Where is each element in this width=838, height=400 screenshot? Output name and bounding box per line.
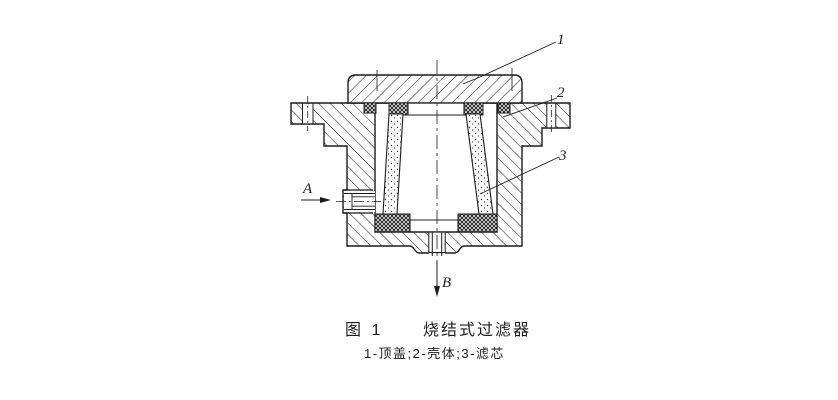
part-label-3: 3 xyxy=(558,148,567,164)
seal-packing xyxy=(497,102,511,114)
leader-line-2 xyxy=(502,97,558,118)
core-bottom-plate-edge xyxy=(409,219,459,232)
part-label-1: 1 xyxy=(557,32,565,48)
part-label-2: 2 xyxy=(557,85,565,101)
shell xyxy=(290,95,571,256)
figure-title: 烧结式过滤器 xyxy=(423,322,532,339)
left-flange-bolt-hole xyxy=(302,96,314,131)
figure-legend: 1-顶盖;2-壳体;3-滤芯 xyxy=(364,346,505,361)
shell-body-section xyxy=(290,102,571,254)
inlet-arrow: A xyxy=(301,181,331,203)
top-cover xyxy=(347,74,523,116)
cap-seal-packings xyxy=(363,102,511,116)
seal-packing xyxy=(388,102,409,116)
cover-mouth-recess xyxy=(407,103,465,116)
seal-packing xyxy=(363,102,377,114)
leader-line-3 xyxy=(479,156,560,195)
bottom-seal-packings xyxy=(374,213,498,233)
inlet-port xyxy=(336,189,381,214)
centerlines xyxy=(376,60,513,268)
filter-core xyxy=(382,113,494,215)
seal-packing xyxy=(374,213,411,233)
leader-lines xyxy=(462,41,560,195)
seal-packing xyxy=(463,102,484,116)
right-flange-bolt-hole xyxy=(546,95,557,135)
outlet-arrow: B xyxy=(434,261,451,297)
filter-core-left-wall xyxy=(382,113,404,215)
seal-packing xyxy=(457,213,498,233)
inlet-flow-label: A xyxy=(302,181,313,197)
leader-line-1 xyxy=(462,41,557,85)
outlet-flow-label: B xyxy=(442,275,451,291)
top-cover-section xyxy=(347,74,523,104)
figure-number: 图 1 xyxy=(345,322,384,339)
filter-core-right-wall xyxy=(465,113,494,215)
